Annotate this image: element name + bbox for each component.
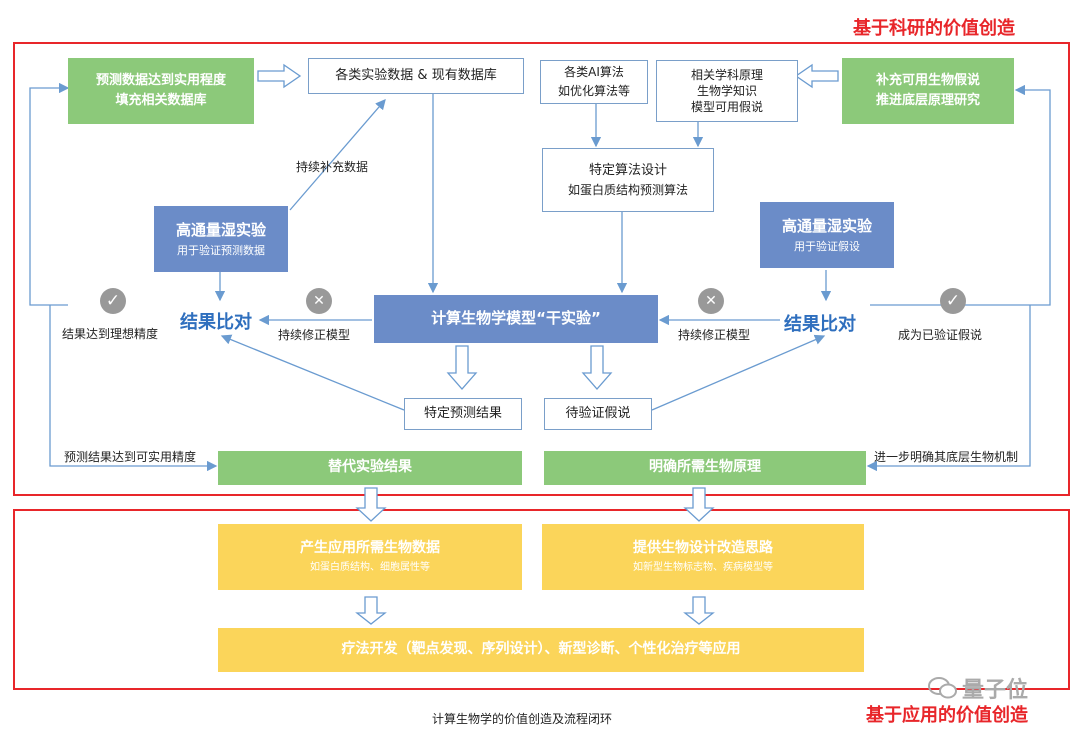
check-left-icon: ✓ — [100, 288, 126, 314]
produce-data-line2: 如蛋白质结构、细胞属性等 — [310, 562, 430, 574]
research-section-title: 基于科研的价值创造 — [853, 18, 1015, 39]
ai-algorithm-node: 各类AI算法 如优化算法等 — [540, 60, 648, 104]
cross-left-icon: ✕ — [306, 288, 332, 314]
predict-database-node: 预测数据达到实用程度 填充相关数据库 — [68, 58, 254, 124]
diagram-caption: 计算生物学的价值创造及流程闭环 — [432, 712, 613, 726]
fix-model-right-label: 持续修正模型 — [678, 328, 751, 342]
computational-model-label: 计算生物学模型“干实验” — [431, 309, 601, 328]
produce-data-node: 产生应用所需生物数据 如蛋白质结构、细胞属性等 — [218, 524, 522, 590]
prediction-result-node: 特定预测结果 — [404, 398, 522, 430]
ideal-precision-label: 结果达到理想精度 — [62, 327, 159, 341]
experiment-data-node: 各类实验数据 & 现有数据库 — [308, 58, 524, 94]
experiment-data-label: 各类实验数据 & 现有数据库 — [335, 67, 497, 83]
cross-right-icon: ✕ — [698, 288, 724, 314]
supplement-hypothesis-node: 补充可用生物假说 推进底层原理研究 — [842, 58, 1014, 124]
predict-database-line1: 预测数据达到实用程度 — [95, 72, 226, 88]
practical-precision-label: 预测结果达到可实用精度 — [64, 450, 197, 464]
principles-node: 相关学科原理 生物学知识 模型可用假说 — [656, 60, 798, 122]
application-frame — [13, 509, 1070, 690]
wechat-icon — [928, 677, 957, 699]
clarify-principle-node: 明确所需生物原理 — [544, 451, 866, 485]
predict-database-line2: 填充相关数据库 — [115, 93, 207, 108]
supplement-line2: 推进底层原理研究 — [875, 93, 980, 108]
design-idea-line1: 提供生物设计改造思路 — [633, 540, 773, 557]
algorithm-design-node: 特定算法设计 如蛋白质结构预测算法 — [542, 148, 714, 212]
fix-model-left-label: 持续修正模型 — [278, 328, 351, 342]
high-throughput-left-node: 高通量湿实验 用于验证预测数据 — [154, 206, 288, 272]
compare-left-label: 结果比对 — [180, 312, 252, 333]
further-mechanism-label: 进一步明确其底层生物机制 — [874, 450, 1019, 464]
watermark: 量子位 — [928, 672, 1028, 704]
principles-line2: 生物学知识 — [696, 83, 757, 98]
replace-experiment-label: 替代实验结果 — [328, 459, 412, 476]
supplement-line1: 补充可用生物假说 — [875, 72, 980, 88]
design-idea-line2: 如新型生物标志物、疾病模型等 — [633, 562, 773, 574]
principles-line3: 模型可用假说 — [690, 100, 763, 115]
watermark-text: 量子位 — [962, 678, 1029, 703]
replace-experiment-node: 替代实验结果 — [218, 451, 522, 485]
ht-left-line2: 用于验证预测数据 — [177, 244, 265, 258]
compare-right-label: 结果比对 — [784, 314, 856, 335]
check-right-icon: ✓ — [940, 288, 966, 314]
ht-right-line2: 用于验证假设 — [794, 240, 860, 254]
verified-hypothesis-label: 成为已验证假说 — [898, 328, 983, 342]
algorithm-design-line1: 特定算法设计 — [588, 162, 667, 178]
produce-data-line1: 产生应用所需生物数据 — [300, 540, 440, 557]
ai-algorithm-line2: 如优化算法等 — [557, 84, 630, 98]
hypothesis-node: 待验证假说 — [544, 398, 652, 430]
therapy-application-node: 疗法开发（靶点发现、序列设计）、新型诊断、个性化治疗等应用 — [218, 628, 864, 672]
research-frame — [13, 42, 1070, 496]
application-section-title: 基于应用的价值创造 — [866, 705, 1028, 726]
design-idea-node: 提供生物设计改造思路 如新型生物标志物、疾病模型等 — [542, 524, 864, 590]
clarify-principle-label: 明确所需生物原理 — [649, 459, 761, 476]
ht-left-line1: 高通量湿实验 — [175, 220, 266, 239]
continue-data-label: 持续补充数据 — [296, 160, 369, 174]
ai-algorithm-line1: 各类AI算法 — [564, 65, 624, 80]
prediction-result-label: 特定预测结果 — [423, 405, 502, 421]
hypothesis-label: 待验证假说 — [565, 405, 631, 421]
therapy-application-label: 疗法开发（靶点发现、序列设计）、新型诊断、个性化治疗等应用 — [341, 641, 741, 658]
computational-model-node: 计算生物学模型“干实验” — [374, 295, 658, 343]
ht-right-line1: 高通量湿实验 — [781, 216, 872, 235]
principles-line1: 相关学科原理 — [690, 67, 763, 82]
algorithm-design-line2: 如蛋白质结构预测算法 — [567, 182, 688, 197]
high-throughput-right-node: 高通量湿实验 用于验证假设 — [760, 202, 894, 268]
